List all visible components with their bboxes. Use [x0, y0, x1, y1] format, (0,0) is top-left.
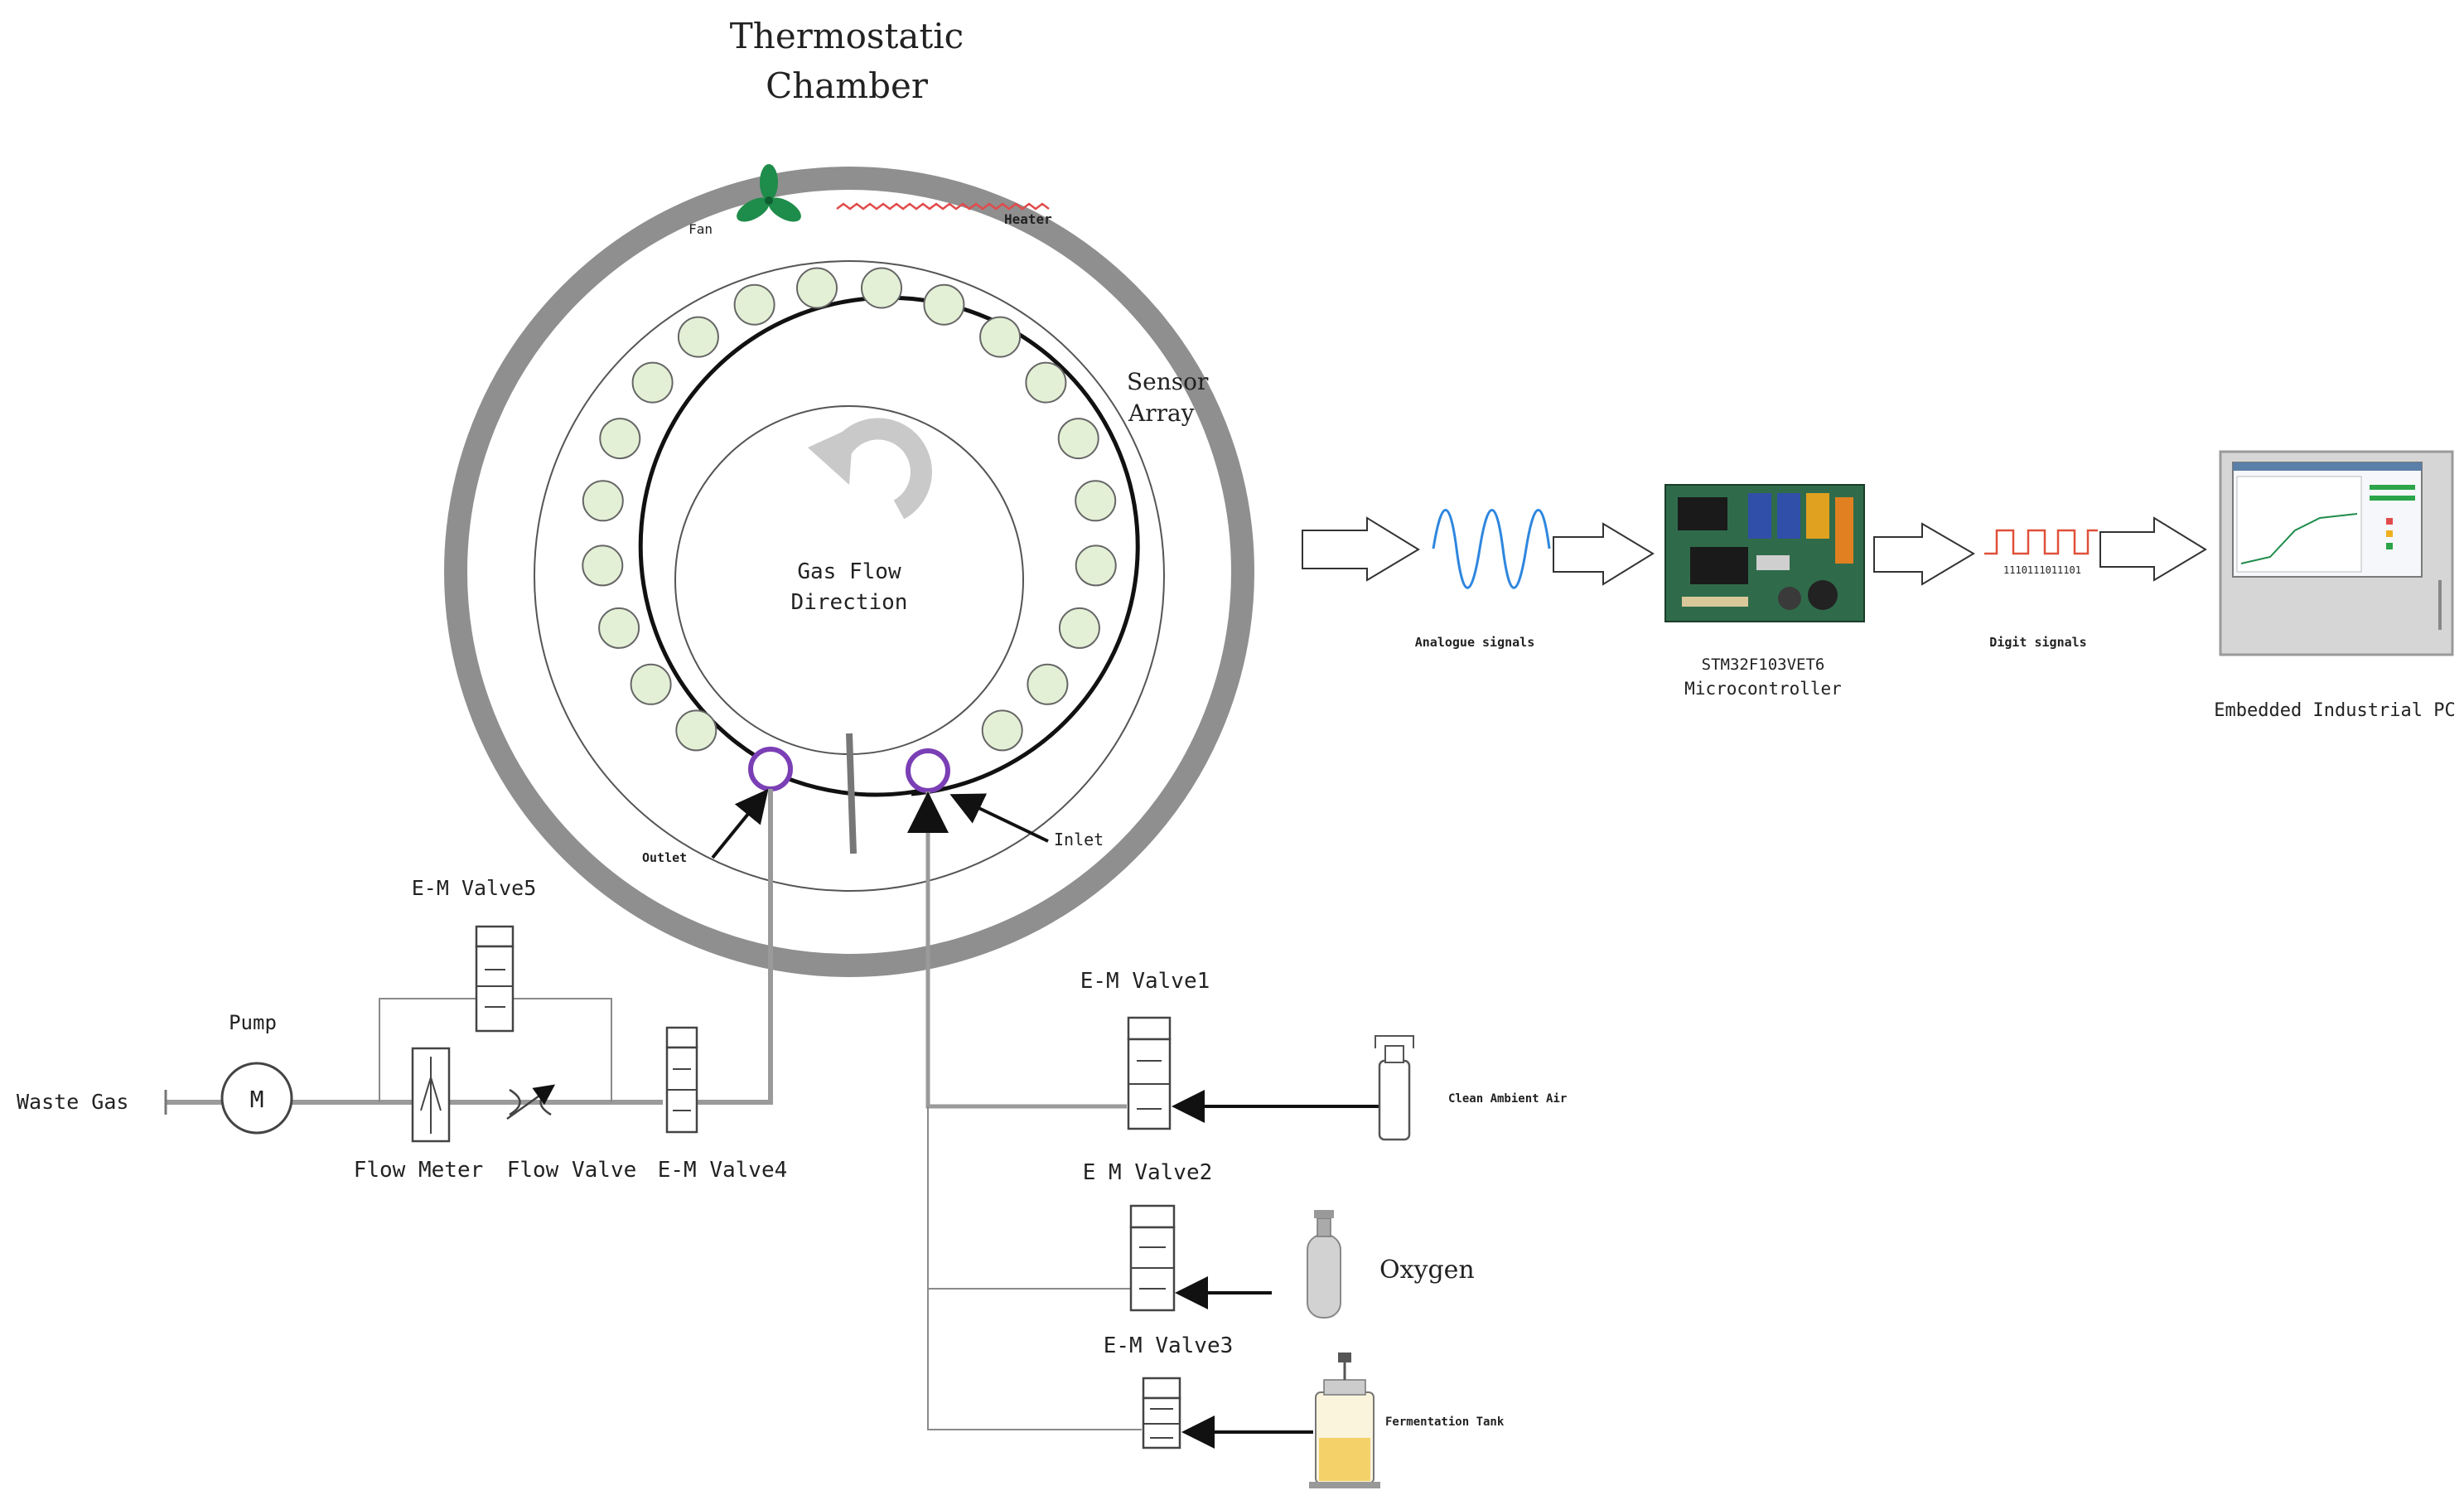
sensor-node [677, 316, 719, 358]
sensor-array [582, 267, 1117, 752]
flow-meter[interactable] [411, 1047, 451, 1143]
pump-symbol: M [250, 1086, 264, 1113]
waste-gas-label: Waste Gas [17, 1090, 128, 1114]
fermentation-tank-label: Fermentation Tank [1385, 1415, 1505, 1429]
sensor-node [599, 418, 641, 460]
sensor-array-label-line2: Array [1128, 399, 1195, 427]
sensor-node [733, 283, 775, 326]
sensor-node [1025, 361, 1067, 404]
sensor-node [598, 607, 640, 649]
inlet-port [906, 748, 950, 793]
sensor-node [981, 709, 1023, 752]
sensor-node [796, 267, 838, 309]
analog-wave [1432, 509, 1551, 589]
em-valve5-label: E-M Valve5 [412, 876, 537, 900]
flow-meter-label: Flow Meter [354, 1158, 484, 1183]
pump-icon[interactable] [220, 1062, 293, 1135]
sensor-array-label-line1: Sensor [1127, 368, 1209, 395]
chamber-title-line1: Thermostatic [730, 16, 964, 56]
gas-flow-label-line1: Gas Flow [797, 559, 901, 584]
em-valve1-label: E-M Valve1 [1080, 969, 1210, 994]
em-valve2[interactable] [1129, 1204, 1176, 1312]
hollow-arrow-4 [2099, 516, 2207, 582]
outlet-pointer [711, 788, 769, 859]
heater-label: Heater [1004, 211, 1052, 227]
em-valve4[interactable] [665, 1026, 698, 1134]
sensor-node [1058, 607, 1100, 649]
sensor-node [1057, 418, 1099, 460]
flow-valve-label: Flow Valve [507, 1158, 637, 1183]
sensor-node [1075, 544, 1117, 587]
sensor-node [923, 283, 965, 326]
chamber-title-line2: Chamber [766, 65, 929, 106]
industrial-pc-icon [2219, 450, 2454, 656]
circuit-board-icon [1664, 484, 1865, 622]
outlet-label: Outlet [642, 850, 687, 865]
em-valve3-label: E-M Valve3 [1104, 1333, 1234, 1358]
em-valve2-label: E M Valve2 [1083, 1160, 1213, 1185]
inlet-label: Inlet [1054, 830, 1104, 849]
pump-label: Pump [229, 1011, 277, 1034]
sensor-node [630, 663, 672, 705]
fan-label: Fan [688, 221, 713, 237]
digital-wave [1984, 529, 2098, 555]
chamber-divider [846, 733, 857, 854]
sensor-node [675, 709, 717, 752]
fan-icon [737, 164, 801, 222]
mcu-label-line1: STM32F103VET6 [1702, 656, 1825, 674]
hollow-arrow-1 [1302, 516, 1420, 582]
digit-bits-label: 1110111011101 [2003, 564, 2081, 576]
embedded-pc-label: Embedded Industrial PC [2214, 700, 2455, 721]
clean-air-label: Clean Ambient Air [1448, 1092, 1567, 1106]
outlet-pipe [694, 789, 773, 1105]
chamber-inner-boundary [534, 260, 1165, 892]
inlet-pipe-tank [927, 1289, 1142, 1430]
sensor-node [631, 361, 674, 404]
sensor-node [861, 267, 902, 309]
inlet-pointer [949, 793, 1049, 843]
rotate-ccw-icon [808, 418, 932, 520]
gas-flow-label-line2: Direction [791, 590, 908, 615]
gas-cylinder-icon [1307, 1210, 1341, 1319]
sensor-node [979, 316, 1022, 358]
outlet-port [748, 747, 793, 791]
oxygen-label: Oxygen [1379, 1256, 1475, 1285]
gas-bottle-icon [1375, 1035, 1414, 1141]
inlet-pipe-oxygen [927, 1106, 1131, 1290]
em-valve3[interactable] [1142, 1377, 1181, 1449]
sensor-node [582, 480, 624, 522]
em-valve4-label: E-M Valve4 [658, 1158, 788, 1183]
sensor-node [1075, 480, 1117, 522]
flow-valve[interactable] [506, 1084, 556, 1120]
mcu-label-line2: Microcontroller [1684, 679, 1842, 699]
hollow-arrow-3 [1873, 522, 1975, 586]
hollow-arrow-2 [1553, 522, 1655, 586]
sensor-node [582, 544, 624, 587]
digit-signals-label: Digit signals [1989, 635, 2086, 650]
heater-icon [836, 202, 1050, 211]
em-valve5[interactable] [475, 925, 515, 1033]
chamber-outer-wall [444, 167, 1254, 977]
fermentation-tank-icon [1309, 1353, 1380, 1488]
em-valve1[interactable] [1127, 1016, 1172, 1130]
analog-signals-label: Analogue signals [1415, 635, 1535, 650]
sensor-node [1027, 663, 1069, 705]
